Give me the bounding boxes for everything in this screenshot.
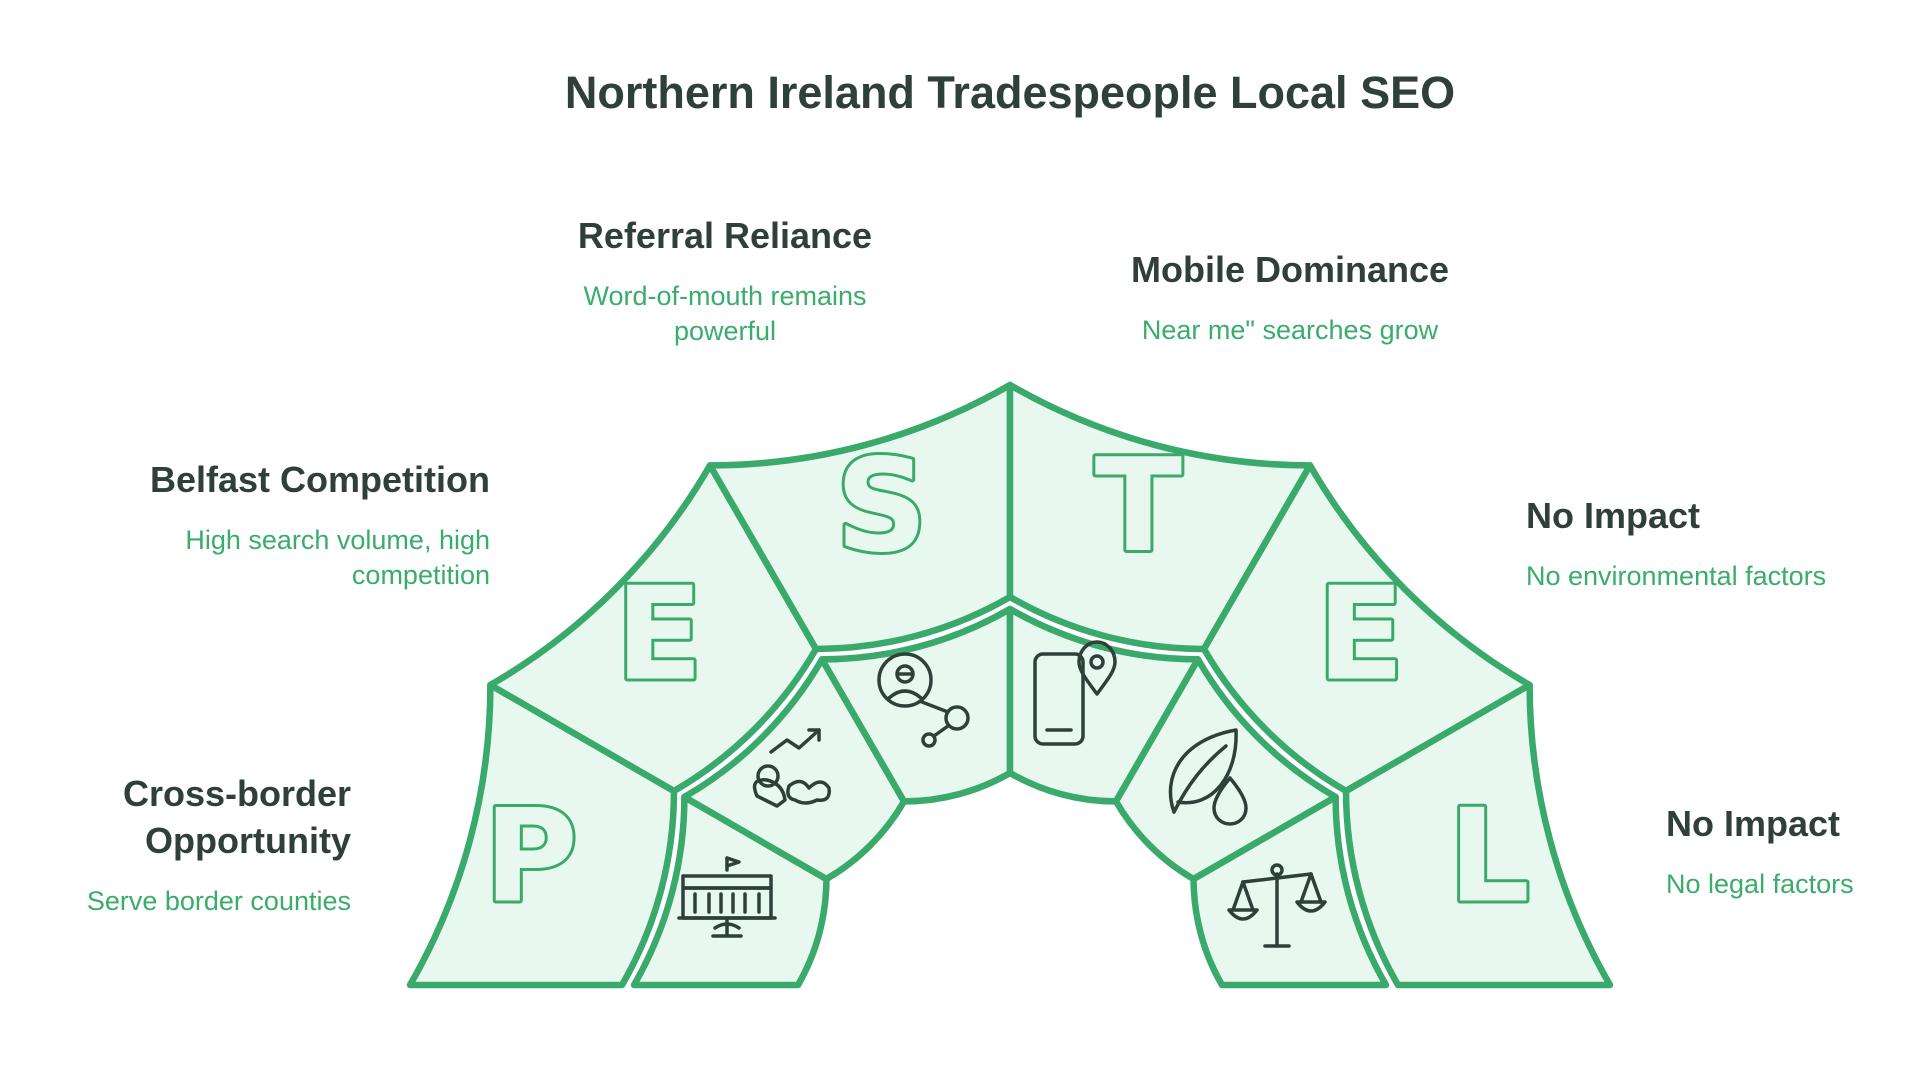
- segment-label-e-economic: Belfast Competition High search volume, …: [70, 456, 490, 593]
- segment-heading-p: Cross-border Opportunity: [122, 773, 351, 861]
- pestel-letter-6: L: [1448, 783, 1530, 932]
- segment-description-l: No legal factors: [1666, 869, 1854, 899]
- segment-label-e-environmental: No Impact No environmental factors: [1526, 492, 1906, 594]
- pestel-letter-1: P: [484, 783, 578, 932]
- segment-label-p: Cross-border Opportunity Serve border co…: [40, 770, 351, 919]
- outer-segment-4: [1010, 385, 1310, 649]
- inner-segment-5: [1116, 659, 1336, 879]
- diagram-title: Northern Ireland Tradespeople Local SEO: [565, 67, 1455, 118]
- people-network-icon: [877, 652, 970, 748]
- segment-label-l: No Impact No legal factors: [1666, 800, 1906, 902]
- segment-label-s: Referral Reliance Word-of-mouth remains …: [560, 212, 890, 349]
- mobile-location-icon: [1033, 640, 1117, 746]
- pestel-letter-3: S: [836, 432, 928, 581]
- leaf-water-drop-icon: [1168, 728, 1248, 826]
- outer-segment-2: [490, 465, 816, 791]
- outer-segment-outline-6: [1342, 681, 1614, 989]
- segment-description-e-environmental: No environmental factors: [1526, 561, 1827, 591]
- growth-chart-icon: [752, 728, 831, 808]
- outer-segment-5: [1204, 465, 1530, 791]
- segment-description-s: Word-of-mouth remains powerful: [583, 281, 867, 346]
- segment-description-t: Near me" searches grow: [1141, 315, 1439, 345]
- government-building-icon: [677, 856, 777, 938]
- segment-label-t: Mobile Dominance Near me" searches grow: [1100, 246, 1480, 348]
- segment-heading-e-environmental: No Impact: [1526, 495, 1701, 536]
- pestel-outer-ring: [406, 381, 1614, 989]
- segment-description-e-economic: High search volume, high competition: [185, 525, 490, 590]
- inner-segment-2: [684, 659, 904, 879]
- segment-heading-l: No Impact: [1666, 803, 1841, 844]
- pestel-letter-4: T: [1095, 432, 1182, 581]
- scales-of-justice-icon: [1227, 863, 1327, 948]
- segment-heading-s: Referral Reliance: [577, 215, 873, 256]
- outer-segment-1: [410, 685, 674, 985]
- pestel-letter-5: E: [1317, 560, 1404, 709]
- pestel-letter-2: E: [616, 560, 703, 709]
- pestel-inner-ring: [630, 605, 1390, 989]
- segment-heading-e-economic: Belfast Competition: [149, 459, 490, 500]
- inner-segment-outline-6: [1190, 793, 1390, 989]
- outer-segment-3: [710, 385, 1010, 649]
- segment-description-p: Serve border counties: [86, 886, 351, 916]
- outer-segment-6: [1346, 685, 1610, 985]
- segment-heading-t: Mobile Dominance: [1130, 249, 1450, 290]
